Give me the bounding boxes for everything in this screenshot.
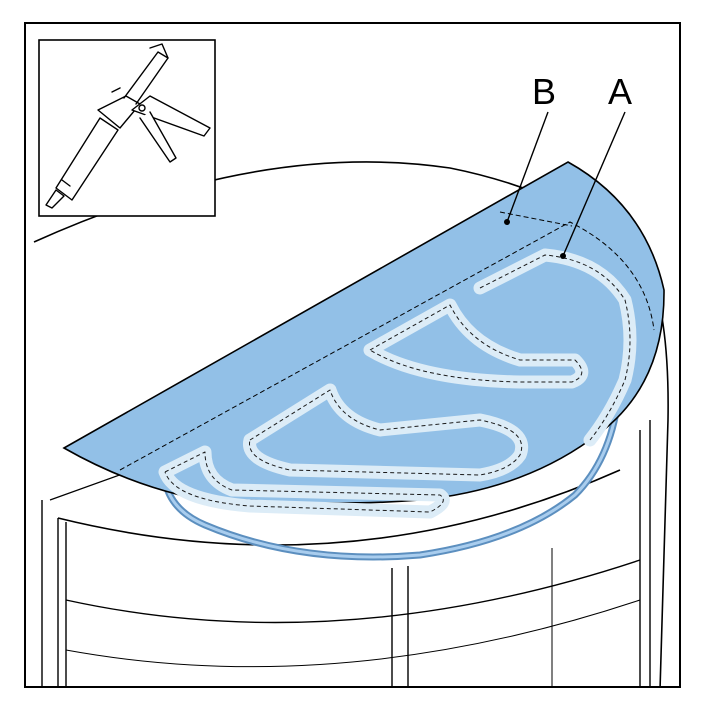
- leader-dot-a: [560, 253, 566, 259]
- caulking-gun-icon: [45, 43, 211, 209]
- leader-dot-b: [504, 219, 510, 225]
- callout-label-a: A: [608, 71, 633, 112]
- sealant-pattern: [158, 248, 637, 519]
- panel-dashed-edge: [119, 221, 655, 471]
- callout-label-b: B: [532, 71, 557, 112]
- leader-line-b: [506, 111, 549, 223]
- cabinet-body: [41, 420, 651, 686]
- leader-line-a: [562, 111, 626, 257]
